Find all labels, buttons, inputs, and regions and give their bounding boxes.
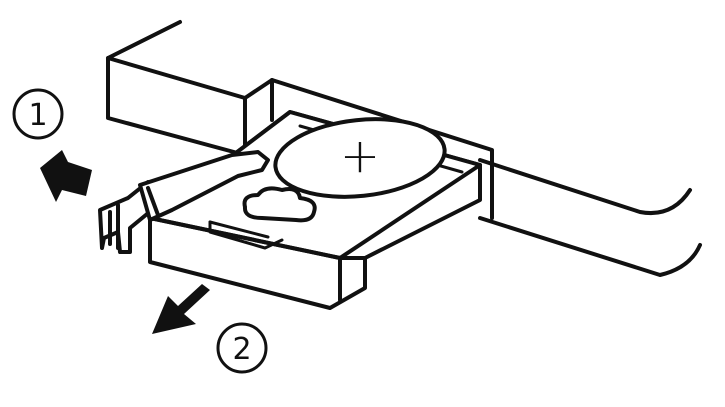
step-2-number: 2 bbox=[232, 332, 251, 367]
release-latch bbox=[98, 150, 270, 254]
coin-battery: + bbox=[273, 117, 447, 199]
step-1-marker: 1 bbox=[12, 88, 64, 140]
arrow-pull-icon bbox=[152, 284, 210, 334]
tray-notch bbox=[242, 186, 317, 223]
plus-sign-icon: + bbox=[340, 128, 380, 184]
step-1-number: 1 bbox=[28, 98, 47, 133]
arrow-push-icon bbox=[40, 150, 92, 202]
device-body bbox=[106, 20, 702, 277]
step-2-marker: 2 bbox=[216, 322, 268, 374]
